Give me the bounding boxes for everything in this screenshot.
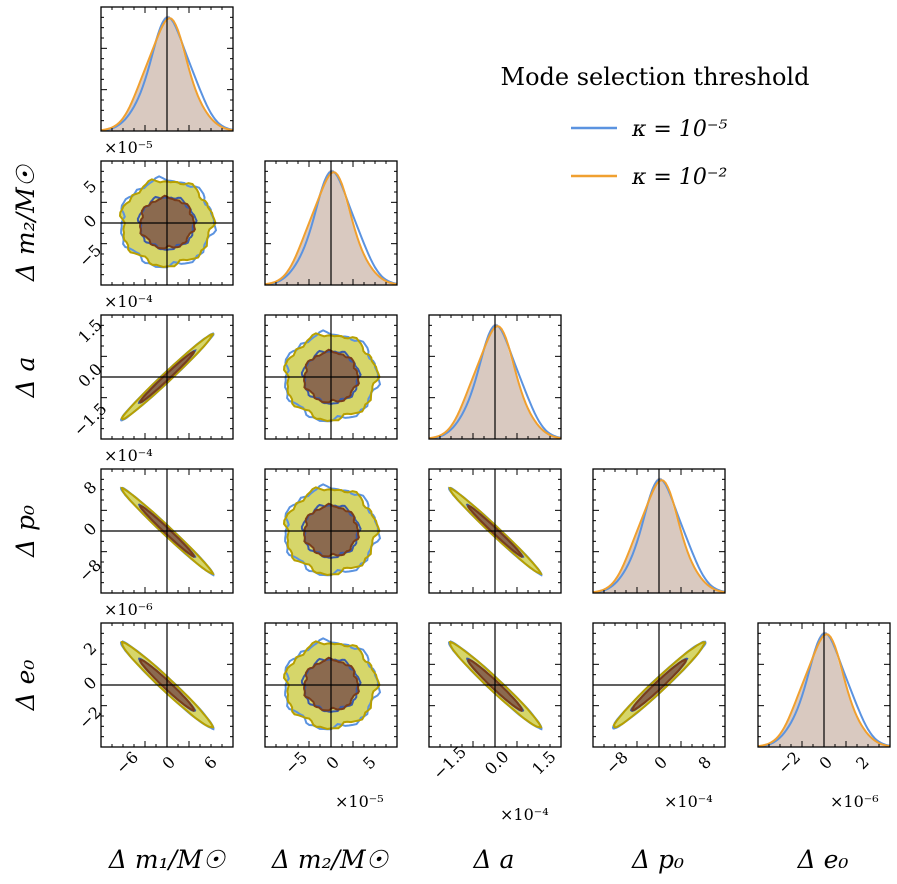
panel-m2-vs-m2 (264, 160, 398, 286)
contour-68-kappa-1e-2 (139, 658, 195, 712)
x-tick-label: 0 (322, 752, 343, 773)
legend-label-kappa-1e-2: κ = 10⁻² (631, 165, 727, 190)
y-multiplier-m2: ×10⁻⁵ (104, 138, 153, 157)
y-multiplier-a: ×10⁻⁴ (104, 292, 153, 311)
y-tick-label: −1.5 (70, 399, 111, 440)
x-multiplier-e0: ×10⁻⁶ (830, 792, 879, 811)
panel-p0-vs-m1: −808 (75, 468, 234, 594)
panel-m1-vs-m1 (100, 6, 234, 132)
contour-68-kappa-1e-2 (467, 504, 523, 558)
panel-m2-vs-m1: −505 (75, 160, 234, 286)
x-axis-label-e0: Δ e₀ (797, 845, 849, 874)
y-tick-label: 0 (80, 519, 101, 540)
legend-label-kappa-1e-5: κ = 10⁻⁵ (631, 117, 727, 142)
contour-95-kappa-1e-2 (120, 333, 215, 421)
x-tick-label: 1.5 (528, 747, 559, 778)
x-tick-label: −8 (602, 748, 632, 778)
contour-95-kappa-1e-2 (612, 641, 707, 729)
x-axis-label-p0: Δ p₀ (631, 845, 684, 874)
y-axis-label-a: Δ a (11, 357, 40, 399)
x-tick-label: 0 (815, 752, 836, 773)
x-multiplier-a: ×10⁻⁴ (500, 805, 549, 824)
x-tick-label: 0 (158, 752, 179, 773)
panel-a-vs-m1: −1.50.01.5 (70, 314, 234, 440)
y-axis-label-p0: Δ p₀ (11, 505, 40, 558)
y-tick-label: 8 (80, 478, 101, 499)
x-multiplier-p0: ×10⁻⁴ (664, 792, 713, 811)
x-tick-label: −2 (774, 748, 804, 778)
contour-68-kappa-1e-2 (631, 658, 687, 712)
contour-68-kappa-1e-2 (139, 350, 196, 404)
panel-e0-vs-a: −1.5 0.0 1.5 (428, 622, 562, 783)
x-multiplier-m2: ×10⁻⁵ (335, 792, 384, 811)
contour-95-kappa-1e-2 (120, 640, 215, 729)
y-tick-label: 0 (80, 211, 101, 232)
x-axis-label-m1: Δ m₁/M☉ (108, 845, 227, 874)
x-axis-label-a: Δ a (473, 845, 515, 874)
contour-68-kappa-1e-2 (467, 658, 523, 712)
x-tick-label: 6 (200, 752, 221, 773)
contour-95-kappa-1e-2 (120, 486, 215, 576)
legend: Mode selection threshold κ = 10⁻⁵ κ = 10… (501, 63, 810, 190)
x-axis-label-m2: Δ m₂/M☉ (271, 845, 390, 874)
panel-a-vs-m2 (264, 314, 398, 440)
contour-68-kappa-1e-2 (139, 504, 195, 558)
x-tick-label: 0 (650, 752, 671, 773)
legend-title: Mode selection threshold (501, 63, 810, 91)
x-tick-label: 2 (852, 752, 873, 773)
y-axis-label-m2: Δ m₂/M☉ (11, 163, 40, 282)
x-tick-label: 8 (694, 752, 715, 773)
contour-95-kappa-1e-2 (448, 640, 543, 729)
y-axis-label-e0: Δ e₀ (11, 660, 40, 712)
x-tick-label: 5 (359, 752, 380, 773)
y-multiplier-p0: ×10⁻⁴ (104, 446, 153, 465)
contour-95-kappa-1e-2 (448, 486, 543, 576)
x-tick-label: −1.5 (429, 742, 470, 783)
y-tick-label: 2 (80, 638, 101, 659)
panel-p0-vs-m2 (264, 468, 398, 594)
x-tick-label: 0.0 (481, 747, 512, 778)
panel-e0-vs-p0: −8 0 8 (592, 622, 726, 778)
panel-p0-vs-a (428, 468, 562, 594)
y-multiplier-e0: ×10⁻⁶ (104, 600, 153, 619)
x-tick-label: −5 (281, 748, 311, 778)
panel-p0-vs-p0 (592, 468, 726, 594)
y-tick-label: 5 (80, 176, 101, 197)
y-tick-label: 0 (80, 673, 101, 694)
x-tick-label: −6 (112, 748, 142, 778)
panel-a-vs-a (428, 314, 562, 440)
